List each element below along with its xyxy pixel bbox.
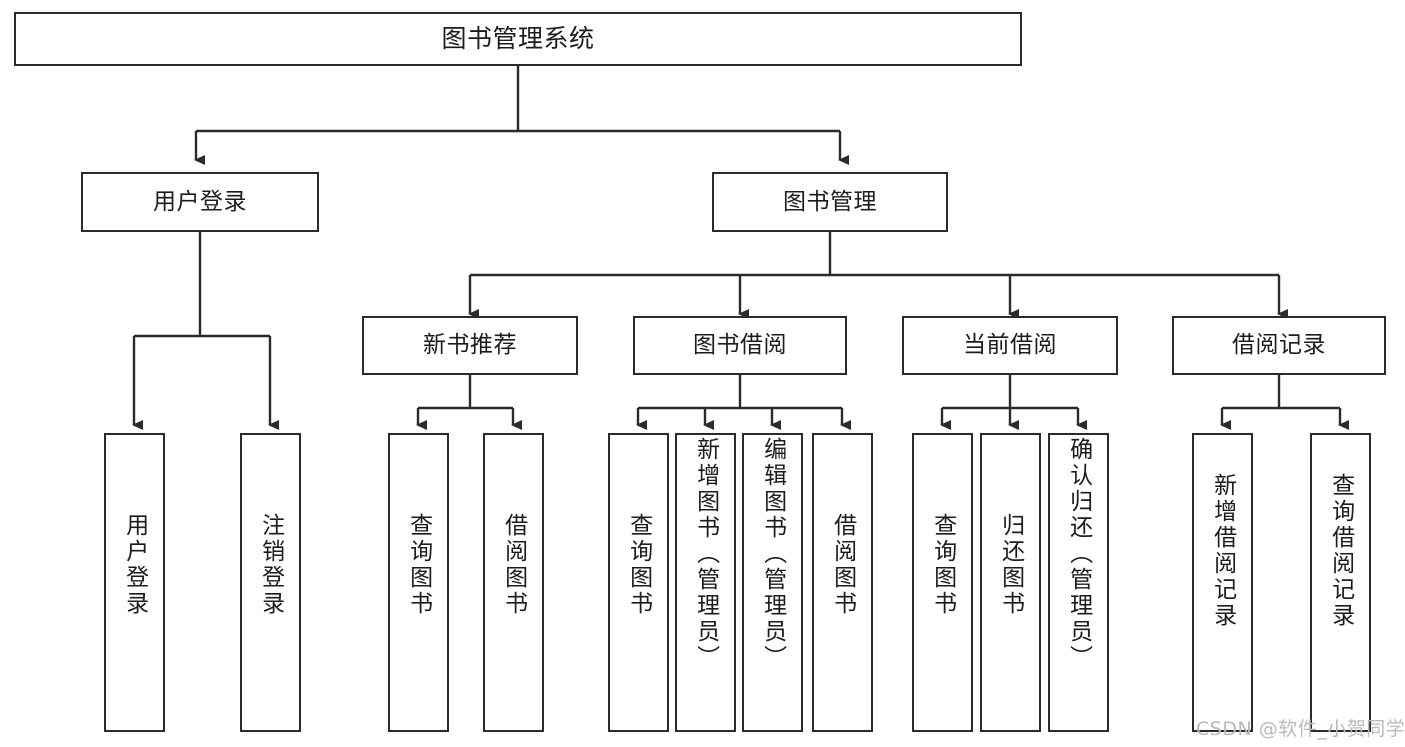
node-new-book-recommend[interactable]: 新书推荐 [362,316,578,375]
node-root-label: 图书管理系统 [441,23,595,53]
node-book-borrow[interactable]: 图书借阅 [633,316,847,375]
node-leaf-borrow-book-2-label: 借阅图书 [829,513,856,617]
node-leaf-add-record[interactable]: 新增借阅记录 [1192,433,1253,732]
node-leaf-borrow-book-1[interactable]: 借阅图书 [483,433,544,732]
node-leaf-user-login-label: 用户登录 [121,513,148,617]
node-leaf-user-logout[interactable]: 注销登录 [240,433,301,732]
node-leaf-user-login[interactable]: 用户登录 [104,433,165,732]
node-user-login[interactable]: 用户登录 [81,172,319,232]
node-leaf-return-book-label: 归还图书 [997,513,1024,617]
node-book-manage[interactable]: 图书管理 [712,172,948,232]
node-new-book-recommend-label: 新书推荐 [423,332,517,359]
node-leaf-query-book-2-label: 查询图书 [625,513,652,617]
node-user-login-label: 用户登录 [153,188,247,215]
node-leaf-add-record-label: 新增借阅记录 [1209,473,1236,629]
node-leaf-borrow-book-1-label: 借阅图书 [500,513,527,617]
node-leaf-query-record[interactable]: 查询借阅记录 [1310,433,1371,732]
node-leaf-query-book-1[interactable]: 查询图书 [388,433,449,732]
node-leaf-query-book-1-label: 查询图书 [405,513,432,617]
node-leaf-edit-book[interactable]: 编辑图书（管理员） [742,433,803,732]
node-leaf-query-book-2[interactable]: 查询图书 [608,433,669,732]
node-leaf-confirm-return[interactable]: 确认归还（管理员） [1048,433,1109,732]
node-leaf-borrow-book-2[interactable]: 借阅图书 [812,433,873,732]
node-borrow-record[interactable]: 借阅记录 [1172,316,1386,375]
node-leaf-query-record-label: 查询借阅记录 [1327,473,1354,629]
node-current-borrow-label: 当前借阅 [963,332,1057,359]
node-leaf-edit-book-label: 编辑图书（管理员） [759,437,786,671]
node-book-manage-label: 图书管理 [783,188,877,215]
node-leaf-query-book-3-label: 查询图书 [929,513,956,617]
node-leaf-add-book[interactable]: 新增图书（管理员） [675,433,736,732]
node-leaf-return-book[interactable]: 归还图书 [980,433,1041,732]
node-leaf-add-book-label: 新增图书（管理员） [692,437,719,671]
node-borrow-record-label: 借阅记录 [1232,332,1326,359]
csdn-watermark: CSDN @软件_小贺同学 [1196,718,1405,740]
node-book-borrow-label: 图书借阅 [693,332,787,359]
node-current-borrow[interactable]: 当前借阅 [902,316,1118,375]
node-leaf-query-book-3[interactable]: 查询图书 [912,433,973,732]
node-leaf-user-logout-label: 注销登录 [257,513,284,617]
node-leaf-confirm-return-label: 确认归还（管理员） [1065,437,1092,671]
node-root[interactable]: 图书管理系统 [14,12,1022,66]
